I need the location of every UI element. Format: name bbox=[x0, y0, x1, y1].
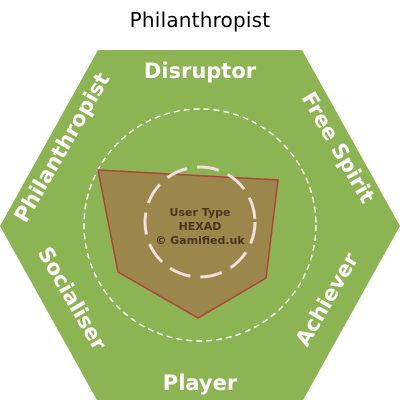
center-label-user-type: User Type bbox=[170, 206, 231, 219]
outer-dashed-ring bbox=[83, 108, 317, 342]
page-title: Philanthropist bbox=[129, 8, 271, 32]
center-label-copyright: © Gamified.uk bbox=[155, 234, 245, 247]
label-player: Player bbox=[163, 371, 238, 395]
inner-dashed-ring bbox=[143, 165, 257, 279]
center-label-hexad: HEXAD bbox=[179, 220, 222, 233]
label-disruptor: Disruptor bbox=[144, 59, 257, 83]
user-profile-shape bbox=[97, 169, 279, 319]
